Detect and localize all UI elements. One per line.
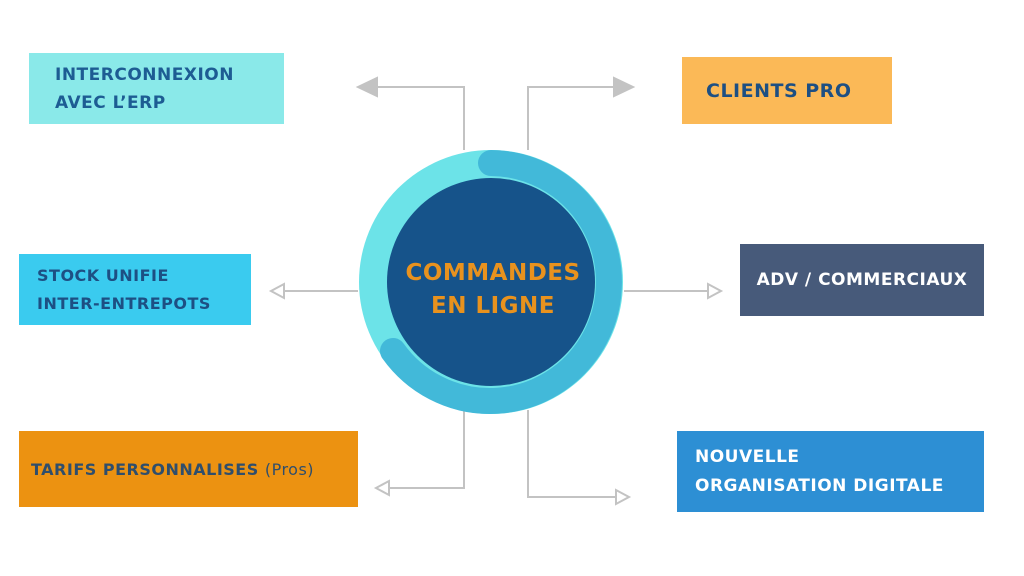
node-adv-label: ADV / COMMERCIAUX [756, 270, 968, 290]
connector-clients [527, 86, 614, 150]
node-erp-line-2: AVEC L’ERP [55, 92, 166, 113]
hub-ring-accent [380, 150, 622, 414]
hub-inner-circle [387, 178, 595, 386]
node-erp-line-1: INTERCONNEXION [55, 64, 234, 85]
node-unified-stock: STOCK UNIFIE INTER-ENTREPOTS [19, 254, 251, 325]
arrowhead-erp [355, 76, 378, 98]
node-clients-pro: CLIENTS PRO [682, 57, 892, 124]
arrowhead-tarifs [373, 479, 390, 497]
node-tarifs-main: TARIFS PERSONNALISES [31, 459, 259, 479]
node-tarifs-suffix: (Pros) [264, 459, 315, 479]
connector-digital [527, 410, 616, 498]
hub-label-line-2: EN LIGNE [430, 293, 556, 319]
node-tarifs-label: TARIFS PERSONNALISES (Pros) [31, 460, 358, 479]
node-adv-sales: ADV / COMMERCIAUX [740, 244, 984, 316]
node-digital-organization: NOUVELLE ORGANISATION DIGITALE [677, 431, 984, 512]
connector-erp [377, 86, 465, 150]
hub-label-line-1: COMMANDES [405, 260, 581, 286]
node-stock-line-2: INTER-ENTREPOTS [37, 293, 211, 313]
node-erp-interconnection: INTERCONNEXION AVEC L’ERP [29, 53, 284, 124]
arrowhead-adv [707, 282, 724, 300]
node-stock-line-1: STOCK UNIFIE [37, 265, 169, 285]
connector-tarifs [389, 410, 465, 489]
arrowhead-digital [615, 488, 632, 506]
node-custom-pricing: TARIFS PERSONNALISES (Pros) [19, 431, 358, 507]
arrowhead-stock [268, 282, 285, 300]
node-digital-line-2: ORGANISATION DIGITALE [695, 475, 944, 496]
node-digital-line-1: NOUVELLE [695, 446, 800, 467]
arrowhead-clients [613, 76, 636, 98]
hub-label: COMMANDES EN LIGNE [393, 235, 593, 345]
node-clients-label: CLIENTS PRO [706, 79, 852, 102]
